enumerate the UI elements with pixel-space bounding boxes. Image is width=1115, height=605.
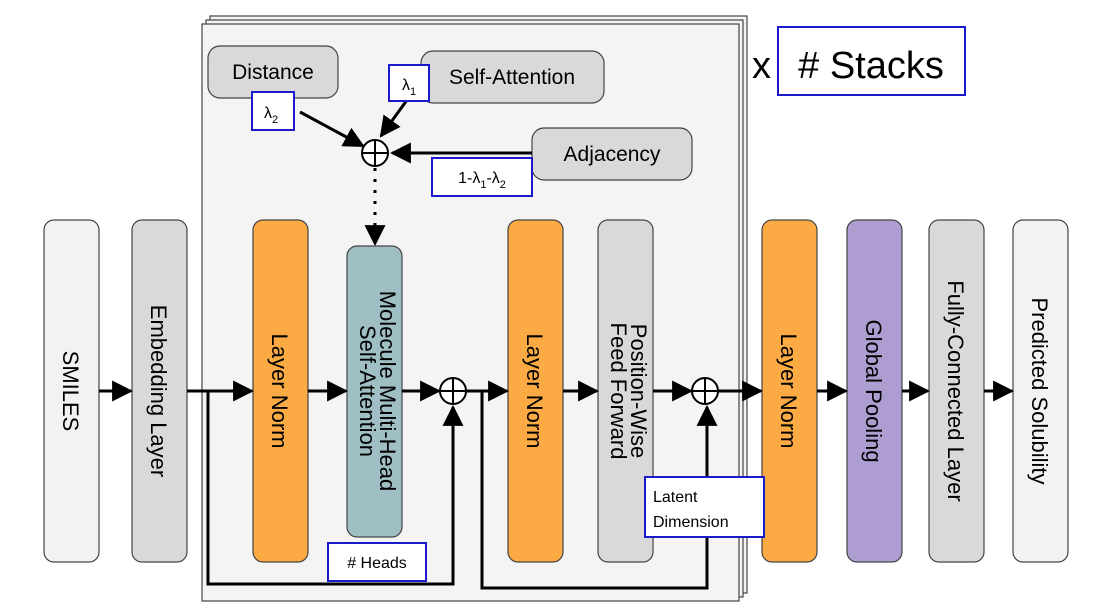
- residual-connection-1: [206, 391, 464, 586]
- self-attention-weight-arrow: [379, 99, 409, 138]
- lambda2-box: [251, 91, 295, 131]
- latent-dimension-label-2: Dimension: [653, 514, 729, 531]
- layer-norm-label-2: Layer Norm: [522, 334, 547, 449]
- feed-forward-label-2: Feed Forward: [606, 323, 631, 460]
- embedding-layer-label: Embedding Layer: [146, 305, 171, 477]
- lambda2-box-group: λ2: [251, 91, 295, 131]
- feed-forward-label-1: Position-Wise: [626, 324, 651, 458]
- global-pooling-label: Global Pooling: [861, 319, 886, 462]
- fully-connected-label: Fully-Connected Layer: [943, 280, 968, 501]
- adjacency-label: Adjacency: [564, 143, 661, 166]
- stacks-label: # Stacks: [798, 45, 944, 87]
- latent-dimension-box: [644, 476, 765, 538]
- residual-add-node-1: [439, 377, 467, 405]
- lambda2-label: λ2: [264, 105, 278, 126]
- heads-label: # Heads: [347, 555, 407, 572]
- layer-norm-label-3: Layer Norm: [776, 334, 801, 449]
- smiles-label: SMILES: [58, 351, 83, 432]
- multi-head-attention-label-2: Self-Attention: [355, 325, 380, 457]
- layer-norm-label-1: Layer Norm: [267, 334, 292, 449]
- attention-combine-node: [361, 139, 389, 167]
- multi-head-attention-label-1: Molecule Multi-Head: [375, 291, 400, 492]
- latent-dimension-label-1: Latent: [653, 489, 698, 506]
- heads-box: [327, 542, 427, 582]
- lambda1-box: [388, 64, 430, 102]
- residual-add-node-2: [691, 377, 719, 405]
- stack-prefix: x: [752, 45, 771, 87]
- stacks-box: [777, 26, 966, 96]
- distance-weight-arrow: [299, 110, 365, 148]
- lambda1-box-group: λ1: [388, 64, 430, 102]
- adjacency-weight-box-group: 1-λ1-λ2: [431, 157, 533, 197]
- predicted-solubility-label: Predicted Solubility: [1027, 297, 1052, 484]
- self-attention-input-label: Self-Attention: [449, 66, 575, 89]
- lambda1-label: λ1: [402, 77, 416, 98]
- distance-label: Distance: [232, 61, 314, 84]
- adjacency-weight-box: [431, 157, 533, 197]
- stacks-label-group: x # Stacks: [752, 26, 966, 96]
- adjacency-weight-label: 1-λ1-λ2: [458, 170, 506, 191]
